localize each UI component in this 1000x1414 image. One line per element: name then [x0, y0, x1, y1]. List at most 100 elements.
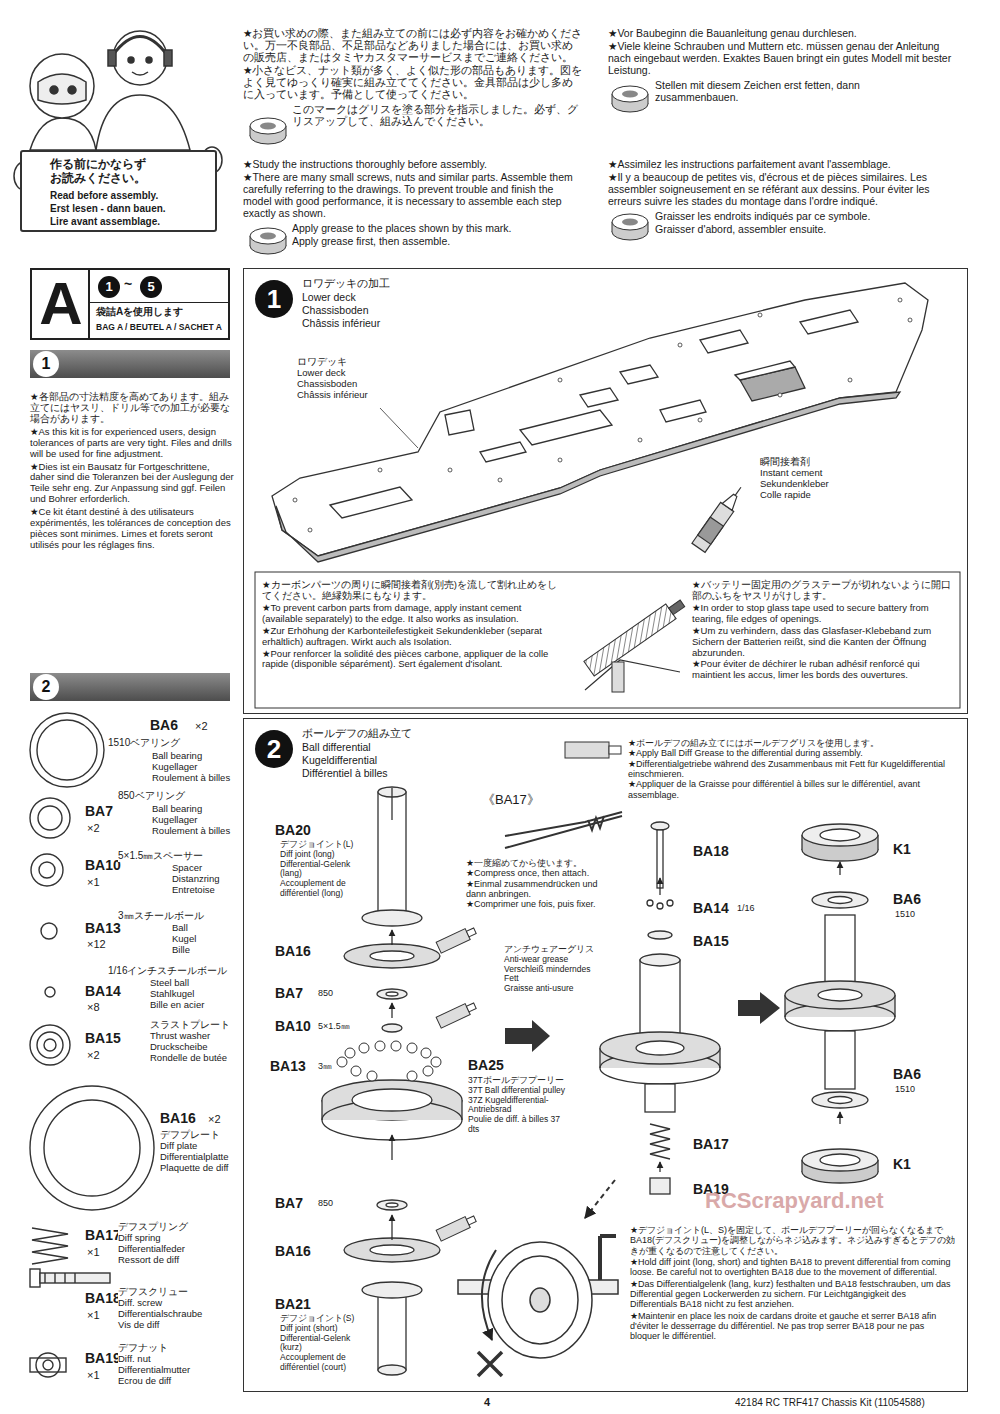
label-text: アンチウェアーグリス — [504, 945, 594, 955]
label-text: Diff joint (short) — [280, 1324, 337, 1334]
label-text: Poulie de diff. à billes 37 dts — [468, 1115, 573, 1135]
label-text: 1/16 — [737, 903, 755, 913]
label-text: ★ボールデフの組み立てにはボールデフグリスを使用します。 — [628, 738, 879, 748]
label-text: 4 — [484, 1396, 490, 1409]
label-text: デフプレート — [160, 1130, 220, 1141]
step-number: 1 — [254, 279, 294, 319]
label-text: ★Differentialgetriebe während des Zusamm… — [628, 759, 958, 780]
label-text: BA6 — [893, 1066, 921, 1082]
label-text: ×1 — [87, 876, 100, 889]
label-text: ×1 — [87, 1369, 100, 1382]
label-text: Roulement à billes — [152, 826, 230, 837]
label-text: ×2 — [208, 1113, 221, 1126]
label-text: BA13 — [270, 1058, 306, 1074]
label-text: ×2 — [87, 1049, 100, 1062]
label-text: Diff. screw — [118, 1298, 162, 1309]
label-text: BA14 — [693, 900, 729, 916]
bag-box: A1~5袋詰Aを使用しますBAG A / BEUTEL A / SACHET A — [30, 268, 230, 340]
label-text: BA7 — [275, 1195, 303, 1211]
label-text: Diff joint (long) — [280, 850, 335, 860]
step-number: 5 — [140, 276, 162, 298]
label-text: Spacer — [172, 863, 202, 874]
label-text: 37Tボールデフプーリー — [468, 1076, 564, 1086]
label-text: Ball — [172, 923, 188, 934]
step-bar: 2 — [30, 673, 230, 701]
label-text: デフナット — [118, 1343, 168, 1354]
label-text: 37Z Kugeldifferential-Antriebsrad — [468, 1096, 573, 1116]
label-text: ×1 — [87, 1309, 100, 1322]
step-number: 1 — [98, 276, 120, 298]
step-circle: 1 — [254, 279, 294, 319]
label-text: このマークはグリスを塗る部分を指示しました。必ず、グリスアップして、組み込んでく… — [292, 103, 582, 127]
label-text: Graisser les endroits indiqués par ce sy… — [655, 210, 870, 222]
label-text: 42184 RC TRF417 Chassis Kit (11054588) — [735, 1397, 925, 1409]
label-text: ★Study the instructions thoroughly befor… — [243, 158, 487, 170]
label-text: Differentialschraube — [118, 1309, 202, 1320]
label-text: Diff. nut — [118, 1354, 151, 1365]
label-text: Ball bearing — [152, 804, 202, 815]
label-text: 3㎜スチールボール — [118, 910, 204, 922]
label-text: ★As this kit is for experienced users, d… — [30, 427, 235, 460]
label-text: Druckscheibe — [150, 1042, 208, 1053]
label-text: Steel ball — [150, 978, 189, 989]
label-text: ~ — [124, 276, 132, 292]
watermark: RCScrapyard.net — [705, 1188, 884, 1213]
label-text: Sekundenkleber — [760, 479, 829, 490]
label-text: ★Comprimer une fois, puis fixer. — [466, 899, 596, 909]
label-text: ★Maintenir en place les noix de cardans … — [630, 1311, 955, 1342]
label-text: BA15 — [85, 1030, 121, 1046]
label-text: デフスプリング — [118, 1222, 188, 1233]
divider — [88, 270, 90, 338]
label-text: BA17 — [85, 1227, 121, 1243]
label-text: 850ベアリング — [118, 790, 185, 802]
label-text: Châssis inférieur — [302, 317, 380, 329]
step-bar: 1 — [30, 350, 230, 378]
label-text: Rondelle de butée — [150, 1053, 227, 1064]
label-text: ★There are many small screws, nuts and s… — [243, 171, 583, 219]
label-text: Plaquette de diff — [160, 1163, 229, 1174]
label-text: Lower deck — [297, 368, 346, 379]
label-text: 1510ベアリング — [108, 737, 180, 749]
label-text: Graisser d'abord, assembler ensuite. — [655, 223, 826, 235]
label-text: Differential-Gelenk (kurz) — [280, 1334, 360, 1354]
step-number: 1 — [33, 351, 59, 377]
label-text: ★バッテリー固定用のグラステープが切れないように開口部のふちをヤスリがけします。 — [692, 580, 954, 602]
label-text: Stellen mit diesem Zeichen erst fetten, … — [655, 79, 945, 103]
label-text: K1 — [893, 841, 911, 857]
label-text: Lire avant assemblage. — [50, 216, 160, 228]
label-text: BA21 — [275, 1296, 311, 1312]
label-text: ×12 — [87, 938, 106, 951]
label-text: Differentialplatte — [160, 1152, 228, 1163]
label-text: ロワデッキの加工 — [302, 277, 390, 290]
divider — [88, 302, 228, 303]
label-text: Differentialfeder — [118, 1244, 185, 1255]
label-text: BA16 — [275, 1243, 311, 1259]
label-text: Kugel — [172, 934, 196, 945]
label-text: デフジョイント(S) — [280, 1314, 354, 1324]
label-text: ロワデッキ — [297, 357, 347, 368]
label-text: Verschleiß minderndes Fett — [504, 965, 599, 985]
label-text: 瞬間接着剤 — [760, 457, 810, 468]
label-text: ★デフジョイント(L、S)を固定して、ボールデフプーリーが回らなくなるまでBA1… — [630, 1225, 955, 1256]
label-text: Kugellager — [152, 762, 197, 773]
label-text: ★各部品の寸法精度を高めてあります。組み立てにはヤスリ、ドリル等での加工が必要な… — [30, 392, 235, 425]
label-text: BA13 — [85, 920, 121, 936]
label-text: ★Appliquer de la Graisse pour différenti… — [628, 779, 958, 800]
label-text: BA14 — [85, 983, 121, 999]
label-text: スラストプレート — [150, 1020, 230, 1031]
label-text: Bille en acier — [150, 1000, 204, 1011]
label-text: ★Hold diff joint (long, short) and tight… — [630, 1257, 955, 1278]
label-text: ★一度縮めてから使います。 — [466, 858, 582, 868]
step-circle: 2 — [254, 729, 294, 769]
label-text: Ressort de diff — [118, 1255, 179, 1266]
label-text: 850 — [318, 1198, 333, 1208]
label-text: Diff spring — [118, 1233, 161, 1244]
label-text: ボールデフの組み立て — [302, 727, 412, 740]
label-text: ★In order to stop glass tape used to sec… — [692, 603, 954, 625]
label-text: BA16 — [275, 943, 311, 959]
label-text: ★Pour renforcer la solidité des pièces c… — [262, 649, 562, 671]
label-text: Apply grease first, then assemble. — [292, 235, 450, 247]
label-text: Kugeldifferential — [302, 754, 377, 766]
label-text: BA7 — [275, 985, 303, 1001]
label-text: Graisse anti-usure — [504, 984, 573, 994]
